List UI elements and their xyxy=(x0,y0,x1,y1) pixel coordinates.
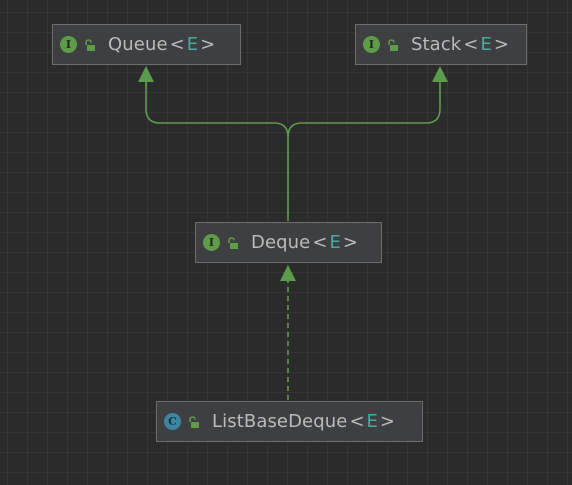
node-name: ListBaseDeque xyxy=(212,411,348,432)
interface-icon: I xyxy=(60,36,77,53)
arrowhead-stack xyxy=(432,66,448,82)
node-name: Queue xyxy=(108,34,168,55)
bracket-close: > xyxy=(493,34,509,55)
type-param: E xyxy=(480,34,492,55)
bracket-close: > xyxy=(200,34,216,55)
arrowhead-deque xyxy=(280,265,296,281)
bracket-open: < xyxy=(312,232,328,253)
unlock-icon xyxy=(388,38,398,51)
type-param: E xyxy=(186,34,199,55)
interface-icon: I xyxy=(203,234,220,251)
node-listbasedeque[interactable]: C ListBaseDeque < E > xyxy=(156,401,423,442)
interface-icon: I xyxy=(363,36,380,53)
node-stack[interactable]: I Stack < E > xyxy=(355,24,527,65)
type-param: E xyxy=(366,411,378,432)
bracket-open: < xyxy=(349,411,365,432)
bracket-open: < xyxy=(169,34,185,55)
bracket-close: > xyxy=(342,232,358,253)
arrowhead-queue xyxy=(138,66,154,82)
unlock-icon xyxy=(189,415,199,428)
bracket-close: > xyxy=(379,411,396,432)
node-deque[interactable]: I Deque < E > xyxy=(195,222,382,263)
edge-deque-extends-stack xyxy=(287,80,441,138)
node-name: Stack xyxy=(411,34,462,55)
node-name: Deque xyxy=(251,232,311,253)
unlock-icon xyxy=(228,236,238,249)
type-param: E xyxy=(329,232,341,253)
class-icon: C xyxy=(164,413,181,430)
bracket-open: < xyxy=(463,34,479,55)
node-queue[interactable]: I Queue < E > xyxy=(52,24,241,65)
unlock-icon xyxy=(85,38,95,51)
edge-deque-extends-queue xyxy=(145,80,289,221)
